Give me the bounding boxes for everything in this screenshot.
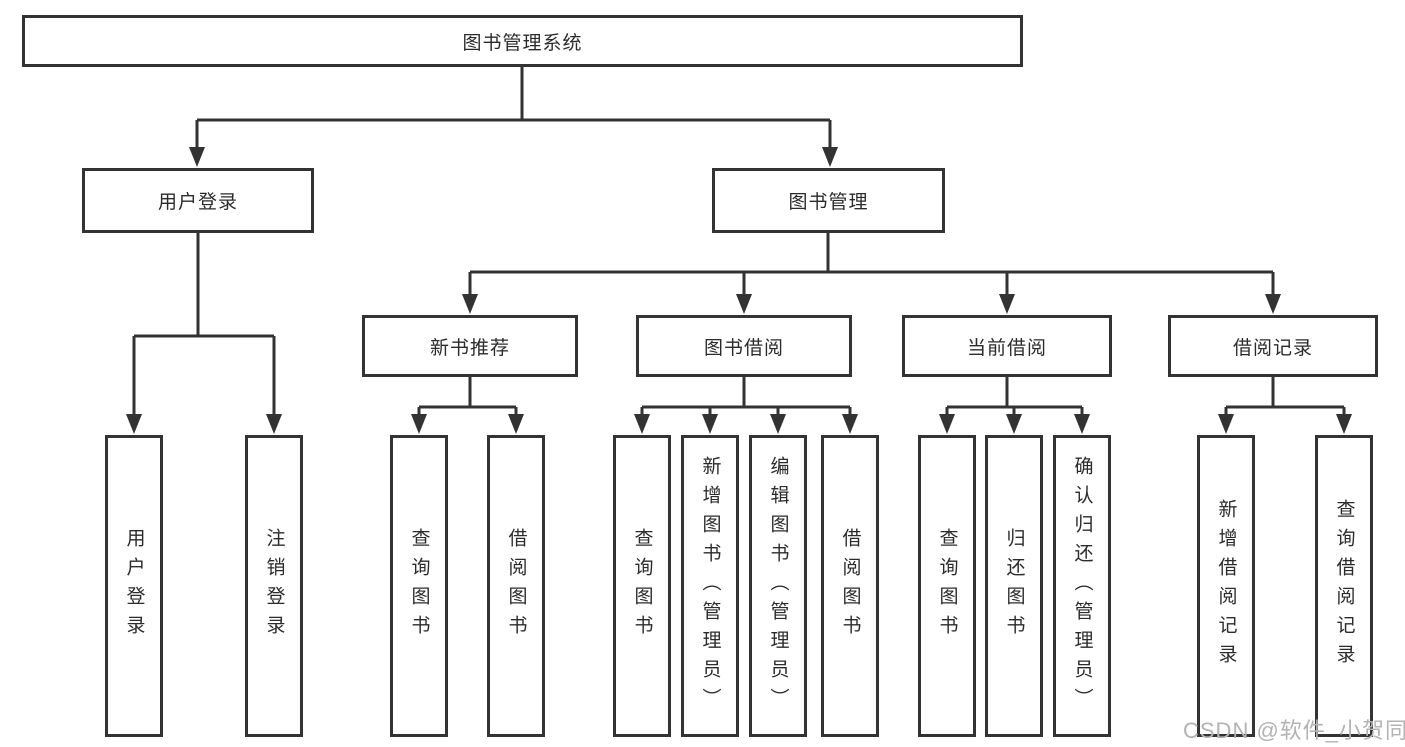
leaf-borrow-books-recommendation: 借阅图书 [487, 435, 545, 737]
connector-root-to-level2 [189, 67, 838, 167]
arrowhead-down [266, 414, 282, 434]
node-book-borrowing: 图书借阅 [636, 315, 852, 377]
leaf-return-books: 归还图书 [985, 435, 1043, 737]
node-new-book-recommendation: 新书推荐 [362, 315, 578, 377]
csdn-watermark: CSDN @软件_小贺同学 [1183, 718, 1405, 743]
leaf-edit-books-admin: 编辑图书（管理员） [749, 435, 807, 737]
arrowhead-down [1218, 414, 1234, 434]
arrowhead-down [508, 414, 524, 434]
node-user-login: 用户登录 [82, 168, 314, 233]
arrowhead-down [770, 414, 786, 434]
arrowhead-down [189, 147, 205, 167]
connector-user-login-to-leaves [126, 233, 282, 434]
arrowhead-down [736, 294, 752, 314]
leaf-add-borrow-record: 新增借阅记录 [1197, 435, 1255, 737]
arrowhead-down [842, 414, 858, 434]
arrowhead-down [126, 414, 142, 434]
node-current-borrowing: 当前借阅 [902, 315, 1112, 377]
leaf-query-borrow-record: 查询借阅记录 [1315, 435, 1373, 737]
leaf-user-login: 用户登录 [105, 435, 163, 737]
connector-book-management-to-level3 [462, 233, 1281, 314]
leaf-query-books-recommendation: 查询图书 [390, 435, 448, 737]
connector-recommendation-to-leaves [411, 377, 524, 434]
arrowhead-down [1336, 414, 1352, 434]
leaf-query-books-current: 查询图书 [918, 435, 976, 737]
arrowhead-down [634, 414, 650, 434]
leaf-add-books-admin: 新增图书（管理员） [681, 435, 739, 737]
leaf-logout: 注销登录 [245, 435, 303, 737]
arrowhead-down [999, 294, 1015, 314]
arrowhead-down [939, 414, 955, 434]
arrowhead-down [462, 294, 478, 314]
node-borrowing-records: 借阅记录 [1168, 315, 1378, 377]
leaf-query-books-borrowing: 查询图书 [613, 435, 671, 737]
connector-borrowing-to-leaves [634, 377, 858, 434]
node-book-management-system: 图书管理系统 [22, 15, 1023, 67]
leaf-confirm-return-admin: 确认归还（管理员） [1053, 435, 1111, 737]
arrowhead-down [822, 147, 838, 167]
arrowhead-down [702, 414, 718, 434]
connector-current-to-leaves [939, 377, 1090, 434]
arrowhead-down [1006, 414, 1022, 434]
arrowhead-down [411, 414, 427, 434]
arrowhead-down [1074, 414, 1090, 434]
arrowhead-down [1265, 294, 1281, 314]
leaf-borrow-books-borrowing: 借阅图书 [821, 435, 879, 737]
connector-records-to-leaves [1218, 377, 1352, 434]
node-book-management: 图书管理 [712, 168, 945, 233]
